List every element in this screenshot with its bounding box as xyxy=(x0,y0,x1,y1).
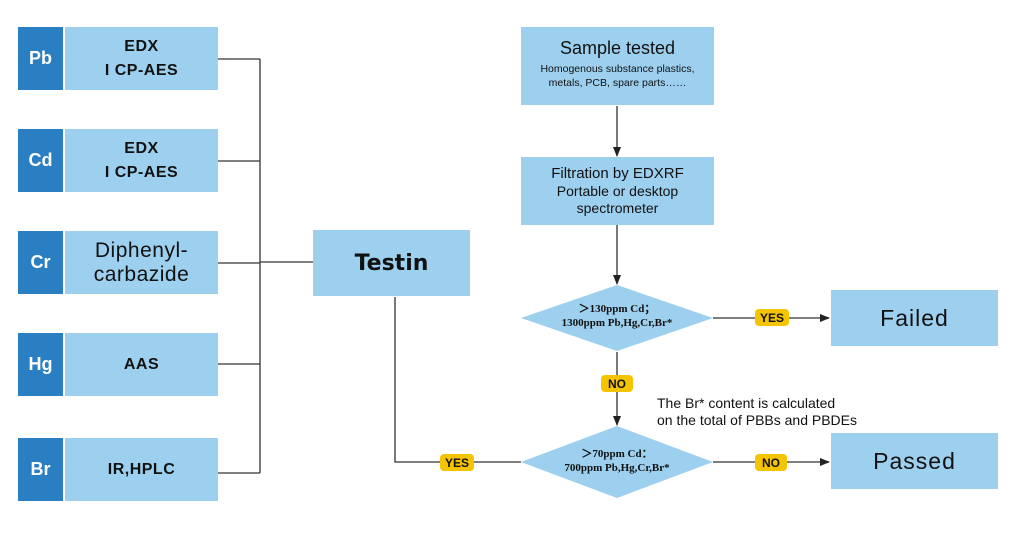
method-box-br: IR,HPLC xyxy=(65,438,218,501)
decision2-diamond xyxy=(521,426,713,498)
testin-label: Testin xyxy=(354,250,429,276)
badge-yes-testin: YES xyxy=(440,454,474,471)
element-br: Br xyxy=(18,438,63,501)
decision1-line2: 1300ppm Pb,Hg,Cr,Br* xyxy=(561,317,673,329)
failed-label: Failed xyxy=(880,304,949,331)
method-cr-line2: carbazide xyxy=(93,262,190,286)
testin-box: Testin xyxy=(313,230,470,296)
decision2-line2: 700ppm Pb,Hg,Cr,Br* xyxy=(564,462,670,474)
sample-title: Sample tested xyxy=(559,38,676,58)
decision1-diamond xyxy=(521,285,713,351)
br-note: The Br* content is calculated on the tot… xyxy=(657,395,907,429)
method-cr-line1: Diphenyl- xyxy=(94,238,189,262)
br-note-line1: The Br* content is calculated xyxy=(657,395,836,411)
badge-yes-failed: YES xyxy=(755,309,789,326)
filtration-line2: Portable or desktop xyxy=(556,183,679,199)
element-hg: Hg xyxy=(18,333,63,396)
element-pb: Pb xyxy=(18,27,63,90)
filtration-line3: spectrometer xyxy=(576,200,659,216)
method-pb-line2: I CP-AES xyxy=(104,61,179,79)
method-br-line1: IR,HPLC xyxy=(107,460,176,478)
decision2-text: ＞70ppm Cd： 700ppm Pb,Hg,Cr,Br* xyxy=(531,447,703,475)
method-cd-line2: I CP-AES xyxy=(104,163,179,181)
element-cr: Cr xyxy=(18,231,63,294)
sample-line2: metals, PCB, spare parts…… xyxy=(548,77,687,89)
passed-label: Passed xyxy=(873,447,956,474)
filtration-box: Filtration by EDXRF Portable or desktop … xyxy=(521,157,714,225)
method-box-cr: Diphenyl- carbazide xyxy=(65,231,218,294)
decision1-line1: ＞130ppm Cd； xyxy=(578,303,656,315)
method-box-cd: EDX I CP-AES xyxy=(65,129,218,192)
sample-box: Sample tested Homogenous substance plast… xyxy=(521,27,714,105)
testin-to-decision2 xyxy=(394,297,521,463)
sample-line1: Homogenous substance plastics, xyxy=(540,63,695,75)
decision1-text: ＞130ppm Cd； 1300ppm Pb,Hg,Cr,Br* xyxy=(531,302,703,330)
br-note-line2: on the total of PBBs and PBDEs xyxy=(657,412,858,428)
method-box-pb: EDX I CP-AES xyxy=(65,27,218,90)
method-pb-line1: EDX xyxy=(124,37,159,55)
decision2-line1: ＞70ppm Cd： xyxy=(581,448,653,460)
badge-no-passed: NO xyxy=(755,454,787,471)
passed-box: Passed xyxy=(831,433,998,489)
element-cd: Cd xyxy=(18,129,63,192)
method-hg-line1: AAS xyxy=(123,355,160,373)
method-cd-line1: EDX xyxy=(124,139,159,157)
failed-box: Failed xyxy=(831,290,998,346)
badge-no-continue: NO xyxy=(601,375,633,392)
method-box-hg: AAS xyxy=(65,333,218,396)
filtration-line1: Filtration by EDXRF xyxy=(551,165,684,182)
